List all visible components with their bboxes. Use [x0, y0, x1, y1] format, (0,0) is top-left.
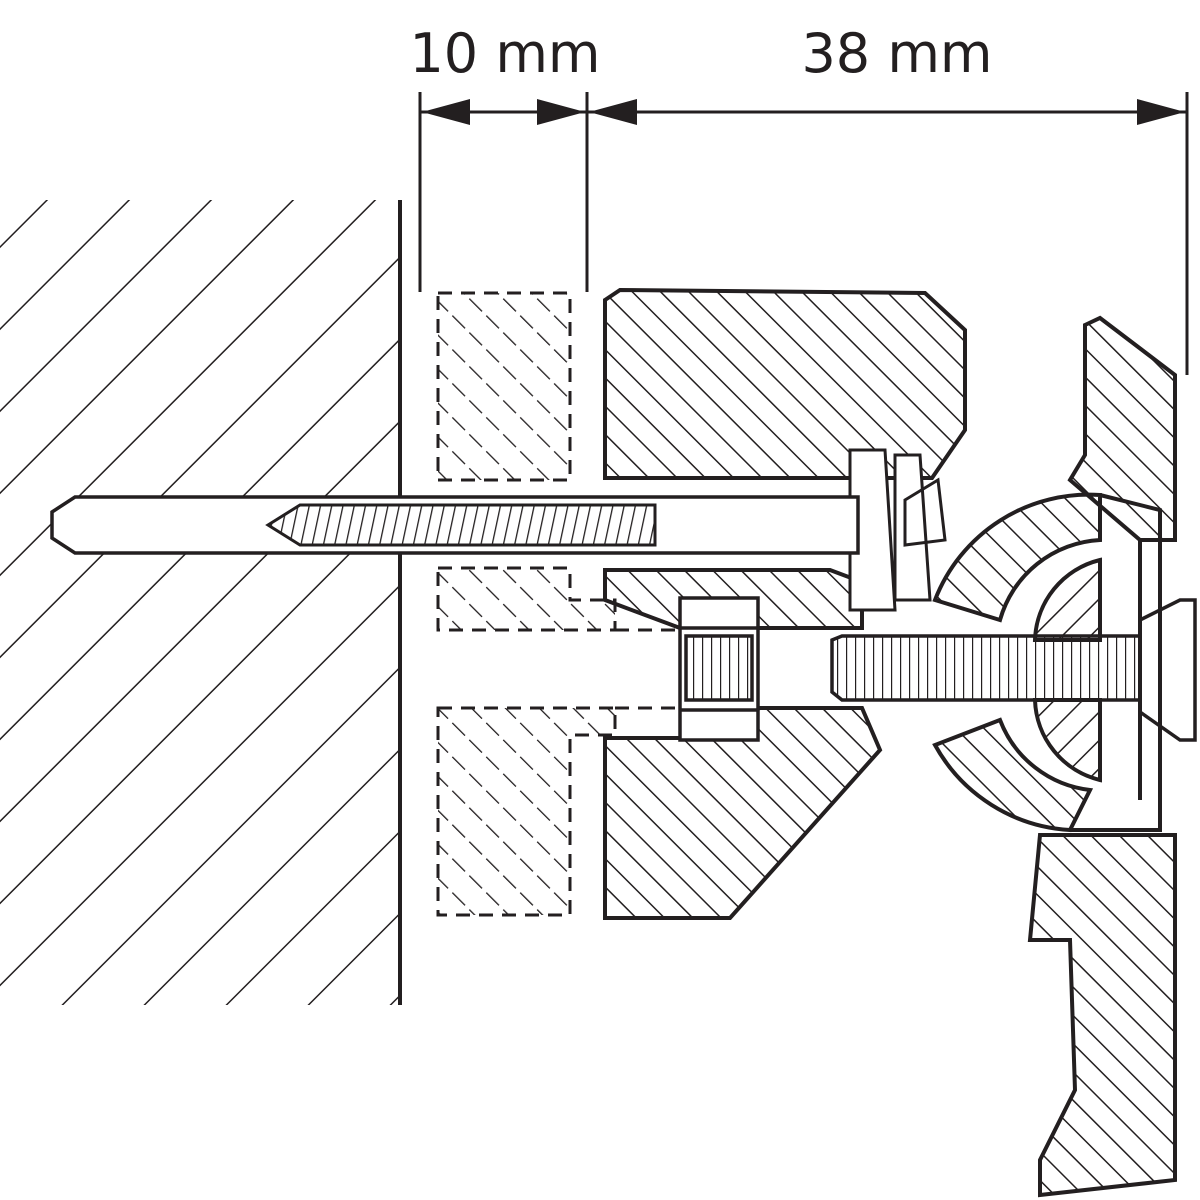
- machine-screw: [830, 598, 1197, 742]
- ball-joint: [932, 492, 1162, 833]
- dimension-arrow-spacer: [420, 99, 587, 125]
- wall: [0, 200, 402, 1005]
- countersunk-screw-head: [848, 448, 947, 612]
- dimension-arrow-bracket: [587, 99, 1187, 125]
- bracket-block: [603, 287, 967, 920]
- wood-screw: [50, 495, 860, 555]
- outer-housing: [1027, 315, 1177, 1198]
- dimension-lines: [418, 92, 1189, 375]
- dimension-label-spacer: 10 mm: [409, 22, 600, 85]
- dimension-label-bracket: 38 mm: [801, 22, 992, 85]
- hex-nut: [678, 596, 760, 742]
